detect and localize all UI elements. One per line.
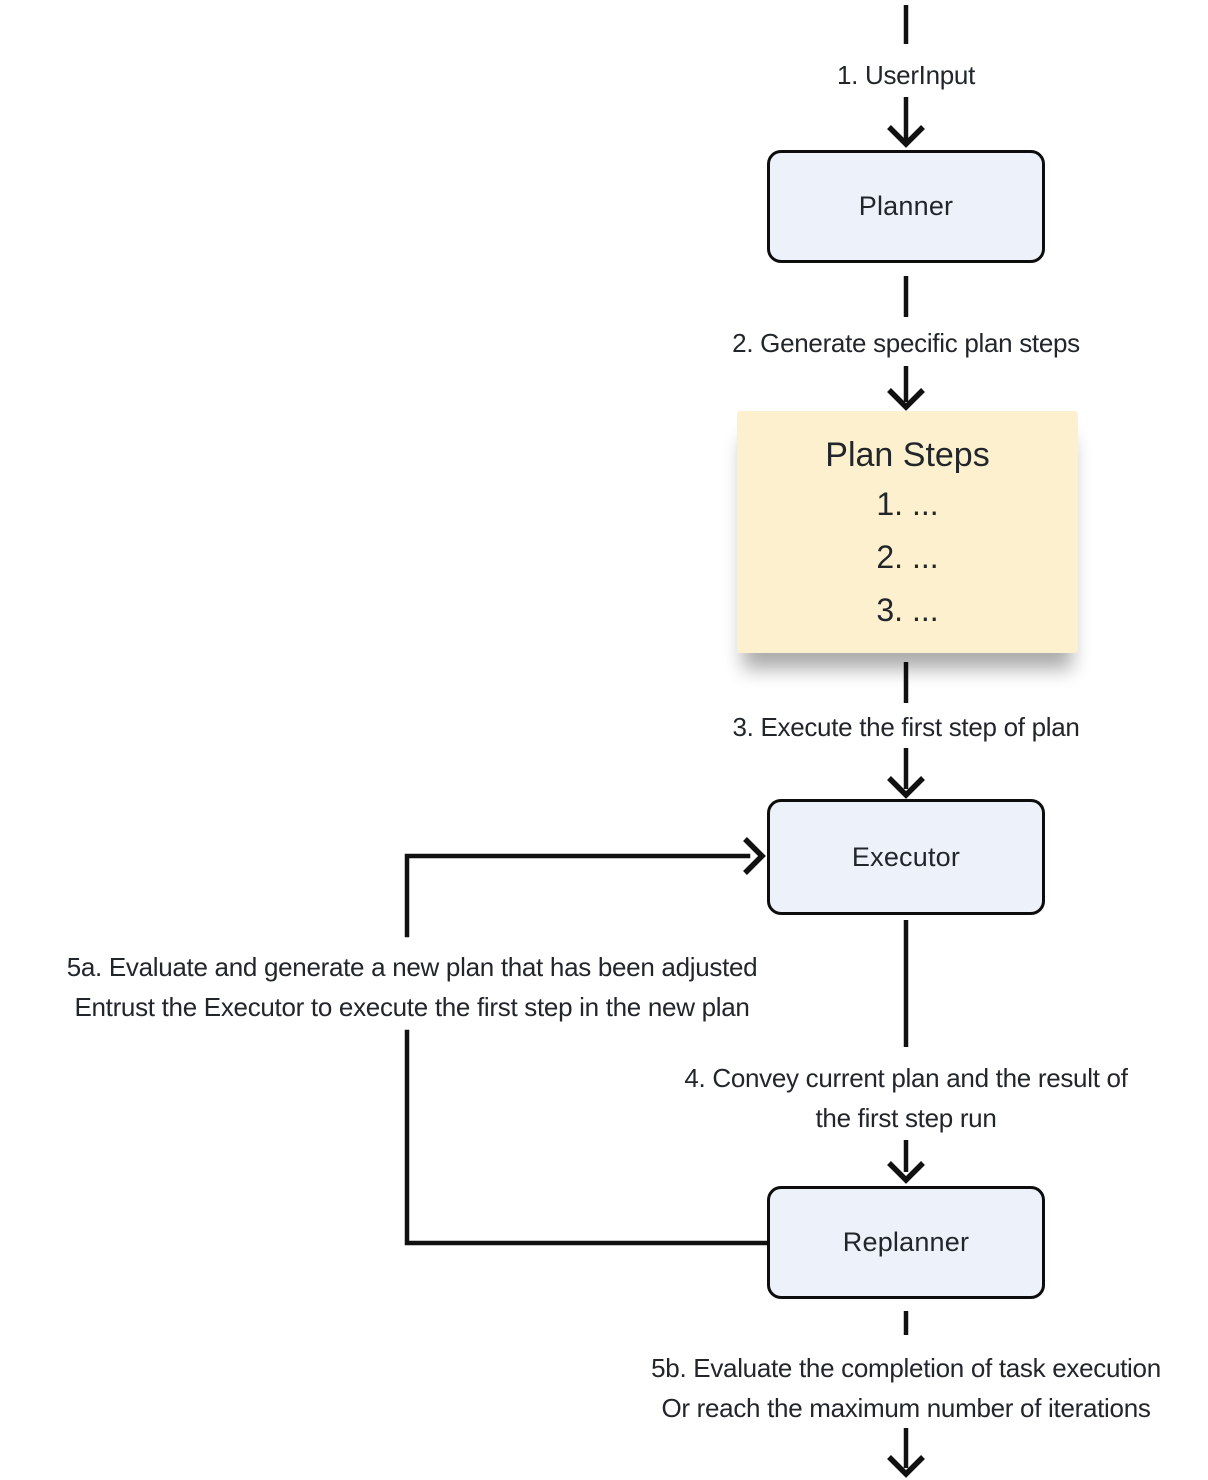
- arrowhead-convey: [887, 1161, 925, 1184]
- edge-label-replan-line2: Entrust the Executor to execute the firs…: [74, 992, 750, 1022]
- edge-label-generate-steps: 2. Generate specific plan steps: [732, 328, 1080, 358]
- plan-steps-note: Plan Steps 1. ... 2. ... 3. ...: [737, 411, 1078, 653]
- executor-label: Executor: [851, 841, 961, 872]
- arrowhead-userinput: [887, 125, 925, 148]
- arrowhead-loop: [743, 837, 766, 875]
- arrowhead-generate: [887, 388, 925, 411]
- edge-label-finish-line1: 5b. Evaluate the completion of task exec…: [651, 1353, 1161, 1383]
- plan-step-item: 3. ...: [876, 592, 939, 628]
- replanner-node: Replanner: [767, 1186, 1045, 1299]
- edge-label-convey-line2: the first step run: [815, 1103, 997, 1133]
- loop-line-bottom: [404, 1029, 769, 1246]
- edge-label-convey-line1: 4. Convey current plan and the result of: [684, 1063, 1128, 1093]
- edge-label-convey: 4. Convey current plan and the result of…: [684, 1058, 1128, 1138]
- edge-label-user-input: 1. UserInput: [836, 60, 976, 90]
- executor-node: Executor: [767, 799, 1045, 915]
- plan-steps-title: Plan Steps: [825, 436, 990, 474]
- edge-label-replan-line1: 5a. Evaluate and generate a new plan tha…: [66, 952, 758, 982]
- replanner-label: Replanner: [842, 1227, 970, 1257]
- edge-label-replan: 5a. Evaluate and generate a new plan tha…: [67, 947, 758, 1027]
- arrowhead-finish: [887, 1455, 925, 1478]
- arrowhead-execute: [887, 776, 925, 799]
- plan-step-item: 2. ...: [876, 539, 939, 575]
- edge-label-finish: 5b. Evaluate the completion of task exec…: [651, 1348, 1161, 1428]
- plan-step-item: 1. ...: [876, 486, 939, 522]
- loop-line-top: [404, 853, 751, 938]
- edge-label-execute-first: 3. Execute the first step of plan: [732, 712, 1080, 742]
- planner-node: Planner: [767, 150, 1045, 263]
- planner-label: Planner: [858, 191, 954, 221]
- edge-label-finish-line2: Or reach the maximum number of iteration…: [661, 1393, 1151, 1423]
